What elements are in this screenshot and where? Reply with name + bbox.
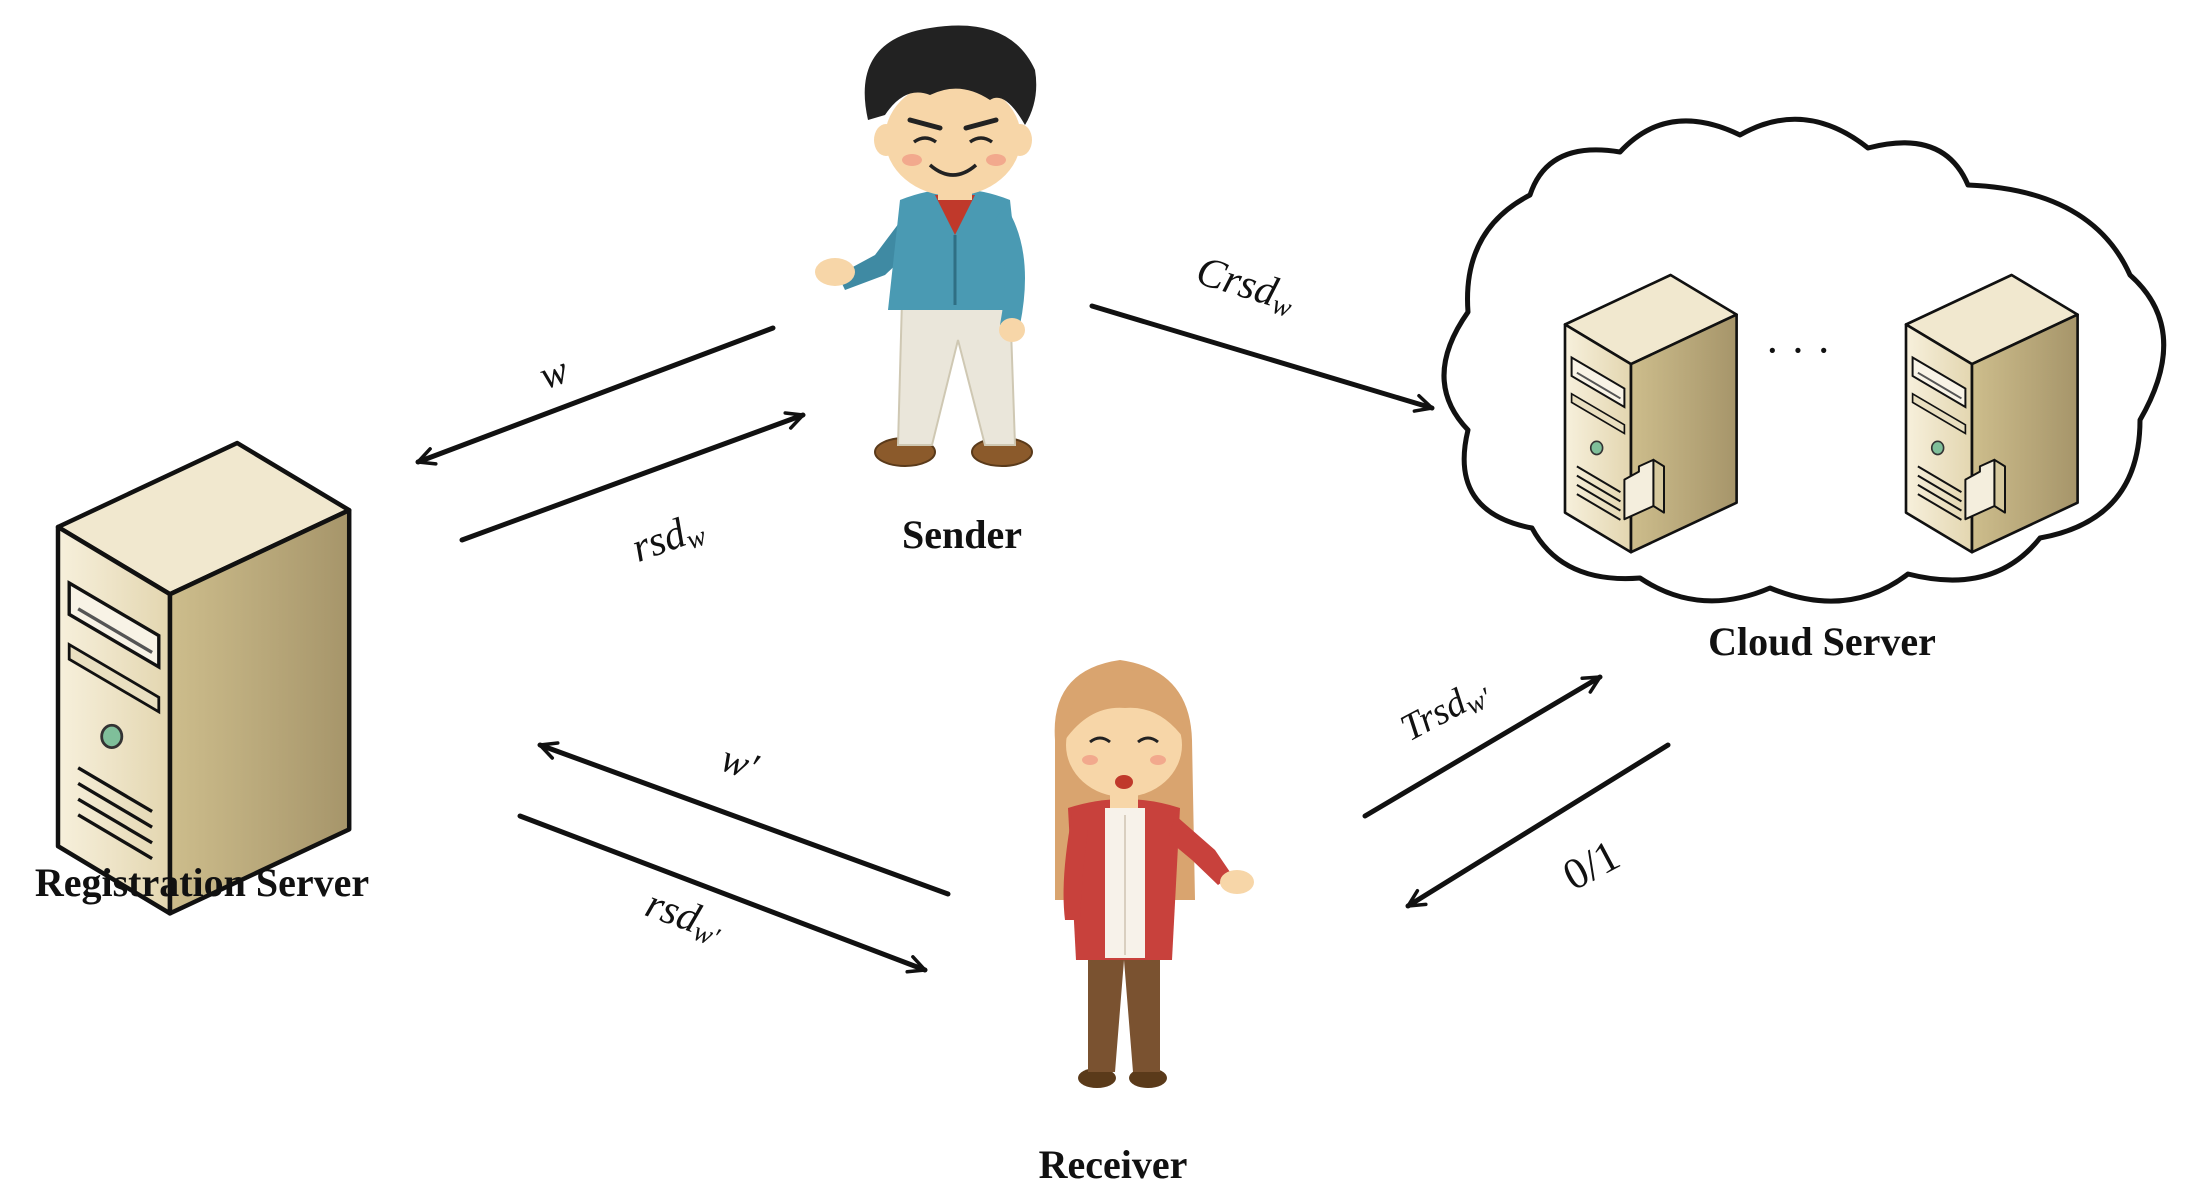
arrow-sender-to-registration (415, 325, 776, 466)
cloud-server-left-icon (1563, 273, 1738, 554)
arrow-registration-to-receiver (517, 813, 928, 974)
label-receiver-to-cloud: Trsdw′ (1394, 669, 1498, 753)
sender-figure (815, 25, 1037, 467)
receiver-figure (1054, 660, 1254, 1088)
sender-label: Sender (902, 512, 1022, 557)
label-sender-to-registration: w (533, 347, 574, 399)
arrow-sender-to-cloud (1089, 303, 1435, 413)
label-cloud-to-receiver: 0/1 (1555, 830, 1628, 900)
arrow-registration-to-sender (459, 411, 806, 543)
arrows (415, 303, 1671, 974)
receiver-label: Receiver (1039, 1142, 1188, 1187)
cloud-server-right-icon (1904, 273, 2079, 554)
arrow-receiver-to-registration (537, 741, 951, 897)
cloud-ellipsis: · · · (1765, 326, 1831, 375)
registration-server-label: Registration Server (35, 860, 369, 905)
label-receiver-to-registration: w′ (715, 735, 765, 790)
cloud-server-label: Cloud Server (1708, 619, 1936, 664)
label-registration-to-sender: rsdw (626, 504, 711, 575)
label-sender-to-cloud: Crsdw (1190, 248, 1301, 324)
arrow-receiver-to-cloud (1362, 674, 1603, 819)
registration-server-icon (58, 443, 349, 913)
arrow-cloud-to-receiver (1405, 742, 1671, 909)
